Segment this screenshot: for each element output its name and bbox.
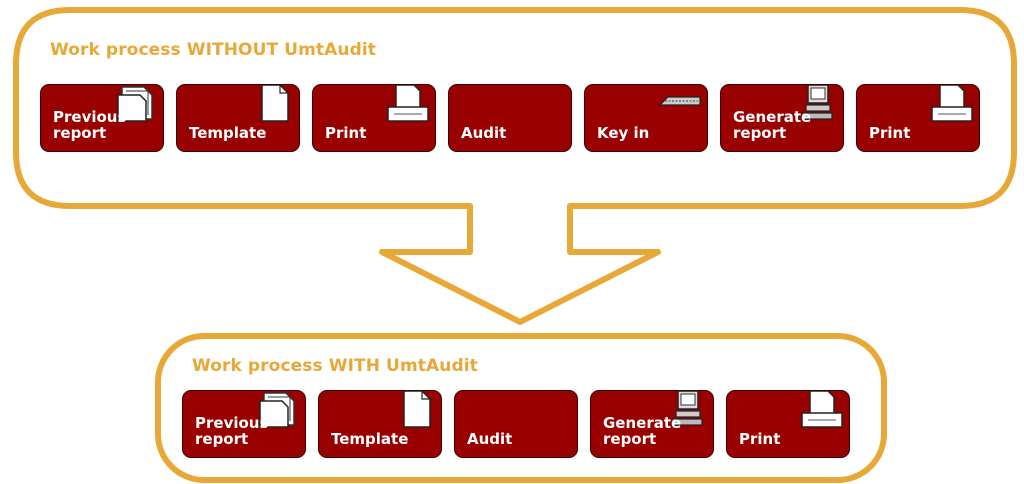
top-step-generate-report[interactable]: Generate report <box>720 84 844 152</box>
top-step-template[interactable]: Template <box>176 84 300 152</box>
step-label: Print <box>869 124 911 142</box>
top-step-print[interactable]: Print <box>312 84 436 152</box>
bottom-step-template[interactable]: Template <box>318 390 442 458</box>
step-label: Print <box>325 124 367 142</box>
bottom-step-previous-report[interactable]: Previous report <box>182 390 306 458</box>
step-label: Audit <box>461 124 507 142</box>
computer-icon <box>662 391 708 429</box>
document-icon <box>248 85 294 123</box>
step-label: Generate report <box>603 414 682 448</box>
document-icon <box>390 391 436 429</box>
step-label: Key in <box>597 124 650 142</box>
step-label: Generate report <box>733 108 812 142</box>
printer-icon <box>798 391 844 429</box>
top-step-key-in[interactable]: Key in <box>584 84 708 152</box>
printer-icon <box>928 85 974 123</box>
top-step-print[interactable]: Print <box>856 84 980 152</box>
step-label: Previous report <box>195 414 269 448</box>
step-label: Previous report <box>53 108 127 142</box>
bottom-step-generate-report[interactable]: Generate report <box>590 390 714 458</box>
top-step-previous-report[interactable]: Previous report <box>40 84 164 152</box>
folder-icon <box>112 85 158 123</box>
bottom-step-print[interactable]: Print <box>726 390 850 458</box>
computer-icon <box>792 85 838 123</box>
folder-icon <box>254 391 300 429</box>
printer-icon <box>384 85 430 123</box>
keyboard-icon <box>656 85 702 123</box>
step-label: Template <box>331 430 409 448</box>
top-step-audit[interactable]: Audit <box>448 84 572 152</box>
step-label: Template <box>189 124 267 142</box>
step-label: Print <box>739 430 781 448</box>
bottom-panel-title: Work process WITH UmtAudit <box>192 356 478 376</box>
step-label: Audit <box>467 430 513 448</box>
top-panel-title: Work process WITHOUT UmtAudit <box>50 40 377 60</box>
bottom-step-audit[interactable]: Audit <box>454 390 578 458</box>
